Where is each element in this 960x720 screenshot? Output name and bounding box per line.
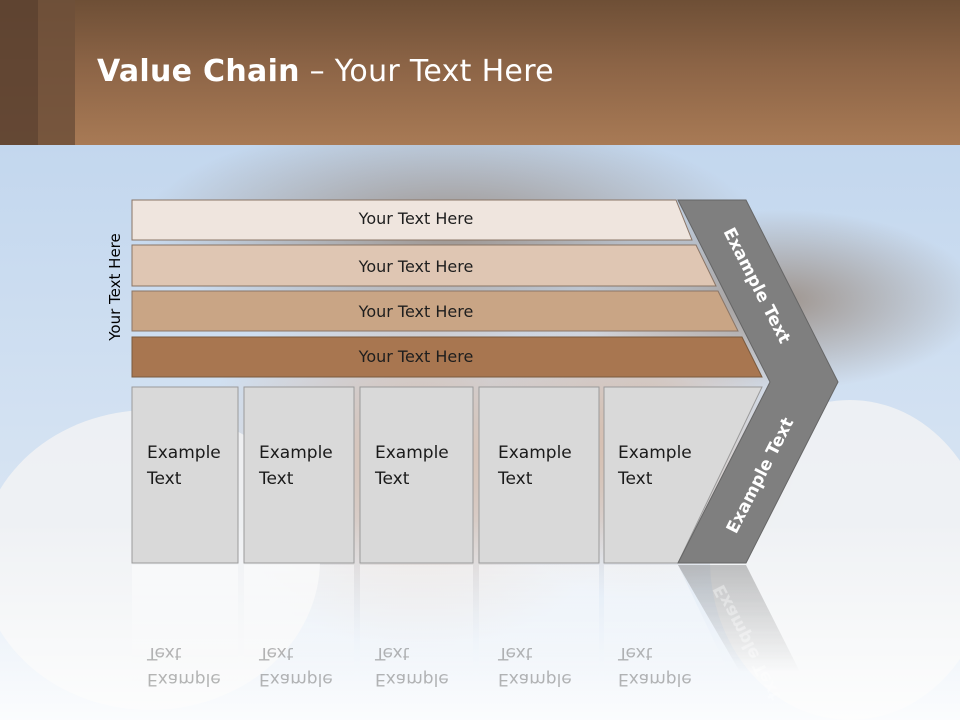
bar-2-shape [131,244,717,287]
box-2: Example Text [243,386,355,564]
box-5-line2: Text [617,469,653,489]
box-1-shape [131,386,239,564]
box-4-line2: Text [497,469,533,489]
box-3-reflection [360,565,473,685]
box-3: Example Text [359,386,474,564]
box-4-reflection-line1: Example [498,669,572,689]
slide-title: Value Chain – Your Text Here [97,54,554,89]
box-3-reflection-line1: Example [375,669,449,689]
box-5-reflection-line2: Text [617,643,653,663]
box-2-line1: Example [259,443,333,463]
box-5: Example Text [603,386,763,564]
box-2-line2: Text [258,469,294,489]
box-4: Example Text [478,386,600,564]
box-1-reflection-line2: Text [146,643,182,663]
box-4-line1: Example [498,443,572,463]
box-2-reflection-line1: Example [259,669,333,689]
bar-1-label: Your Text Here [358,209,474,228]
box-3-shape [359,386,474,564]
bar-4-label: Your Text Here [358,347,474,366]
box-5-reflection-line1: Example [618,669,692,689]
box-2-reflection-line2: Text [258,643,294,663]
box-1: Example Text [131,386,239,564]
box-1-line1: Example [147,443,221,463]
box-4-shape [478,386,600,564]
bar-4-shape [131,336,763,378]
box-3-reflection-line2: Text [374,643,410,663]
bar-1: Your Text Here [131,199,693,241]
title-bold: Value Chain [97,54,300,89]
header-stripe [0,0,38,145]
box-3-line2: Text [374,469,410,489]
chevron-reflection [678,565,800,672]
bar-3: Your Text Here [131,290,739,332]
bar-3-shape [131,290,739,332]
bar-3-label: Your Text Here [358,302,474,321]
reflection: Example Text Example Text Example Text E… [132,565,800,703]
bar-2-label: Your Text Here [358,257,474,276]
box-1-line2: Text [146,469,182,489]
box-1-reflection [132,565,238,685]
bar-2: Your Text Here [131,244,717,287]
box-5-reflection [604,565,735,685]
bar-4: Your Text Here [131,336,763,378]
box-4-reflection-line2: Text [497,643,533,663]
box-2-reflection [244,565,354,685]
chevron-shape [677,199,839,564]
box-4-reflection [479,565,599,685]
title-rest: – Your Text Here [299,54,554,89]
box-2-shape [243,386,355,564]
bar-1-shape [131,199,693,241]
box-5-line1: Example [618,443,692,463]
header-bar: Value Chain – Your Text Here [0,0,960,145]
box-3-line1: Example [375,443,449,463]
header-stripe [38,0,75,145]
box-1-reflection-line1: Example [147,669,221,689]
